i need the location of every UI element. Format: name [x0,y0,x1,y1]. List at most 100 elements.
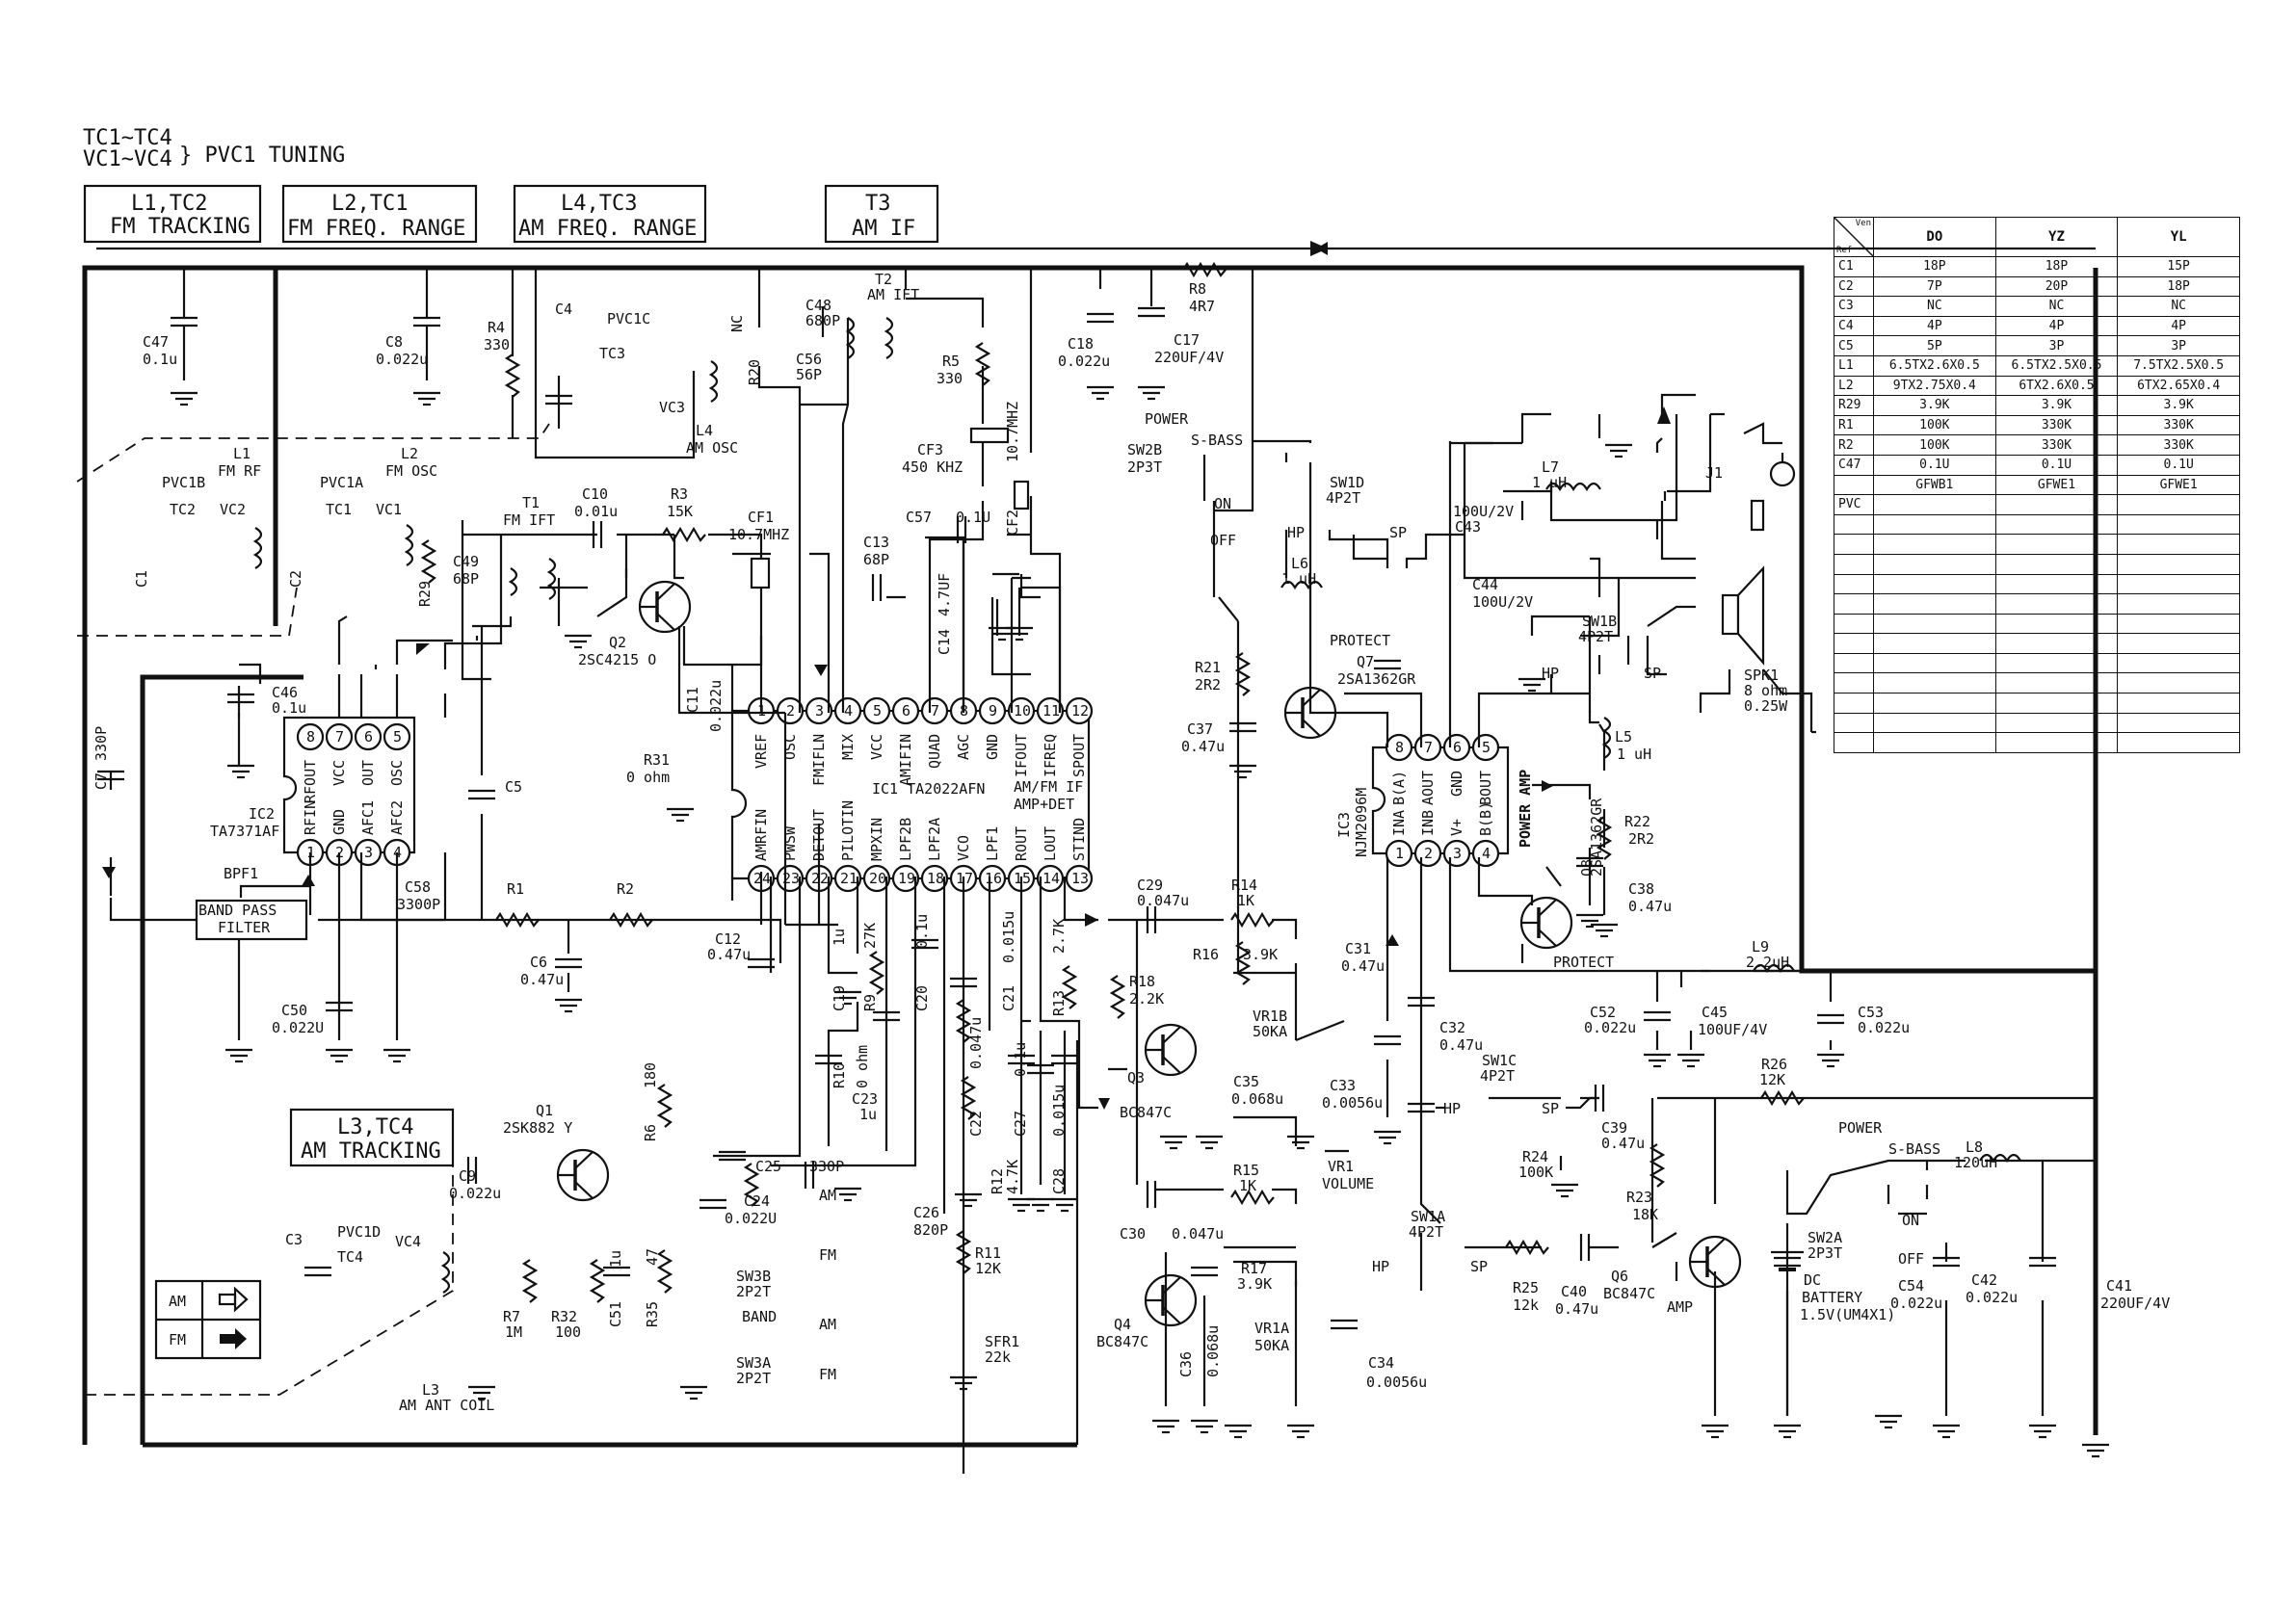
ic3-pin-7-function: AOUT [1419,771,1437,805]
ic1-pin-3-function: FMIFLN [810,734,828,786]
label-c27: C27 [1012,1111,1029,1137]
label-r26: R26 [1761,1056,1787,1073]
table-cell-value: NC [1994,296,2119,317]
adjust-box-am-if-title: T3 [865,192,891,216]
label-c26: C26 [913,1204,939,1221]
label-pvc1d: PVC1D [337,1223,381,1241]
label-c6v: 0.47u [520,971,564,988]
legend-fm-label: FM [169,1331,186,1348]
ic2-pin-4-function: AFC2 [388,800,406,835]
label-bpf-l2: FILTER [218,919,271,936]
ic1-pin-18-function: LPF2A [926,818,943,861]
battery-symbol [1771,1250,1804,1271]
label-c33v: 0.0056u [1322,1094,1383,1112]
table-row [1834,573,2240,595]
label-c30v: 0.047u [1172,1225,1224,1243]
table-cell-value: 330K [1994,434,2119,456]
table-cell-ref: C1 [1834,256,1874,277]
filter-symbols [195,427,1030,941]
label-c50: C50 [281,1002,307,1019]
ic1-pin-18 [920,864,949,893]
label-r22v: 2R2 [1628,830,1654,848]
label-tc3: TC3 [599,345,625,362]
label-c14: C14 [936,629,953,655]
table-cell-value: 20P [1994,275,2119,298]
label-pvc1a: PVC1A [320,474,363,491]
label-r9: R9 [861,994,879,1011]
table-cell-value [2117,693,2240,714]
ic3-pin-8-function: B(A) [1390,771,1408,805]
label-c41: C41 [2106,1277,2132,1295]
ic2-pin-7-number: 7 [335,728,344,746]
table-row [1834,712,2240,734]
ic1-pin-11 [1036,696,1065,725]
ic1-pin-17-function: VCO [955,835,972,861]
table-row [1834,693,2240,714]
variant-table-header: Ven Ref DO YZ YL [1834,217,2240,257]
table-cell-value: 330K [2117,434,2240,456]
adjust-box-fm-freq-range: L2,TC1 FM FREQ. RANGE [281,184,478,244]
label-c54v: 0.022u [1890,1295,1942,1312]
table-cell-value [2117,494,2240,515]
table-cell-value [2117,672,2240,694]
table-cell-value: 6TX2.6X0.5 [1994,375,2119,397]
label-cf3v: 450 KHZ [902,458,963,476]
label-r25: R25 [1513,1279,1539,1296]
ic1-pin-14-function: LOUT [1042,826,1059,861]
table-corner-top: Ven [1855,219,1871,228]
table-cell-value [2117,513,2240,536]
ic3-pin-1-number: 1 [1395,845,1404,862]
table-cell-value: GFWE1 [2117,474,2240,496]
gang-link-fm [76,423,550,483]
label-c45v: 100UF/4V [1698,1021,1767,1038]
table-cell-ref: C47 [1834,454,1874,476]
table-cell-ref [1834,534,1874,555]
label-xtal: 10.7MHZ [1004,402,1021,462]
label-c42: C42 [1971,1271,1997,1289]
table-cell-value: 3.9K [1994,395,2119,416]
ic1-top-pins: 1VREF2OSC3FMIFLN4MIX5VCC6AMIFIN7QUAD8AGC… [747,696,1094,786]
label-r3v: 15K [667,503,693,520]
label-c28: C28 [1050,1168,1068,1194]
table-cell-value [2117,732,2240,753]
table-cell-value [1873,613,1996,635]
label-c8v: 0.022u [376,351,428,368]
label-c56: C56 [796,351,822,368]
ic1-pin-12 [1065,696,1094,725]
table-cell-ref: R1 [1834,414,1874,436]
table-cell-value: 100K [1873,434,1996,456]
ic1-pin-5-function: VCC [868,734,885,760]
label-cf3: CF3 [917,441,943,458]
label-sw2b: SW2B [1127,441,1162,458]
adjust-box-am-tracking: L3,TC4 AM TRACKING [289,1108,455,1167]
legend: AM FM [154,1279,262,1360]
table-cell-ref [1834,693,1874,714]
label-c44: C44 [1472,576,1498,593]
adjust-box-am-if: T3 AM IF [824,184,939,244]
label-c8: C8 [385,333,403,351]
table-cell-value [2117,573,2240,595]
ic1-pin-19-function: LPF2B [897,818,914,861]
label-q7v: 2SA1362GR [1337,670,1416,688]
ic1-pin-5 [862,696,891,725]
label-r5: R5 [942,353,960,370]
table-cell-value [1873,553,1996,575]
label-c49: C49 [453,553,479,570]
ic2-pin-8-number: 8 [306,728,315,746]
label-amp: AMP [1667,1298,1693,1316]
ic1-pin-20-number: 20 [869,870,886,887]
label-c29v: 0.047u [1137,892,1189,909]
label-c23v: 1u [859,1106,877,1123]
label-c41v: 220UF/4V [2100,1295,2170,1312]
label-l1: L1 [233,445,251,462]
label-sw1b: SW1B [1582,613,1617,630]
table-cell-value [1994,553,2119,575]
table-cell-value [1994,693,2119,714]
table-cell-ref [1834,672,1874,694]
gang-link-fm2 [77,587,298,637]
table-cell-value: 3P [1994,335,2119,356]
label-c44v: 100U/2V [1472,593,1533,611]
